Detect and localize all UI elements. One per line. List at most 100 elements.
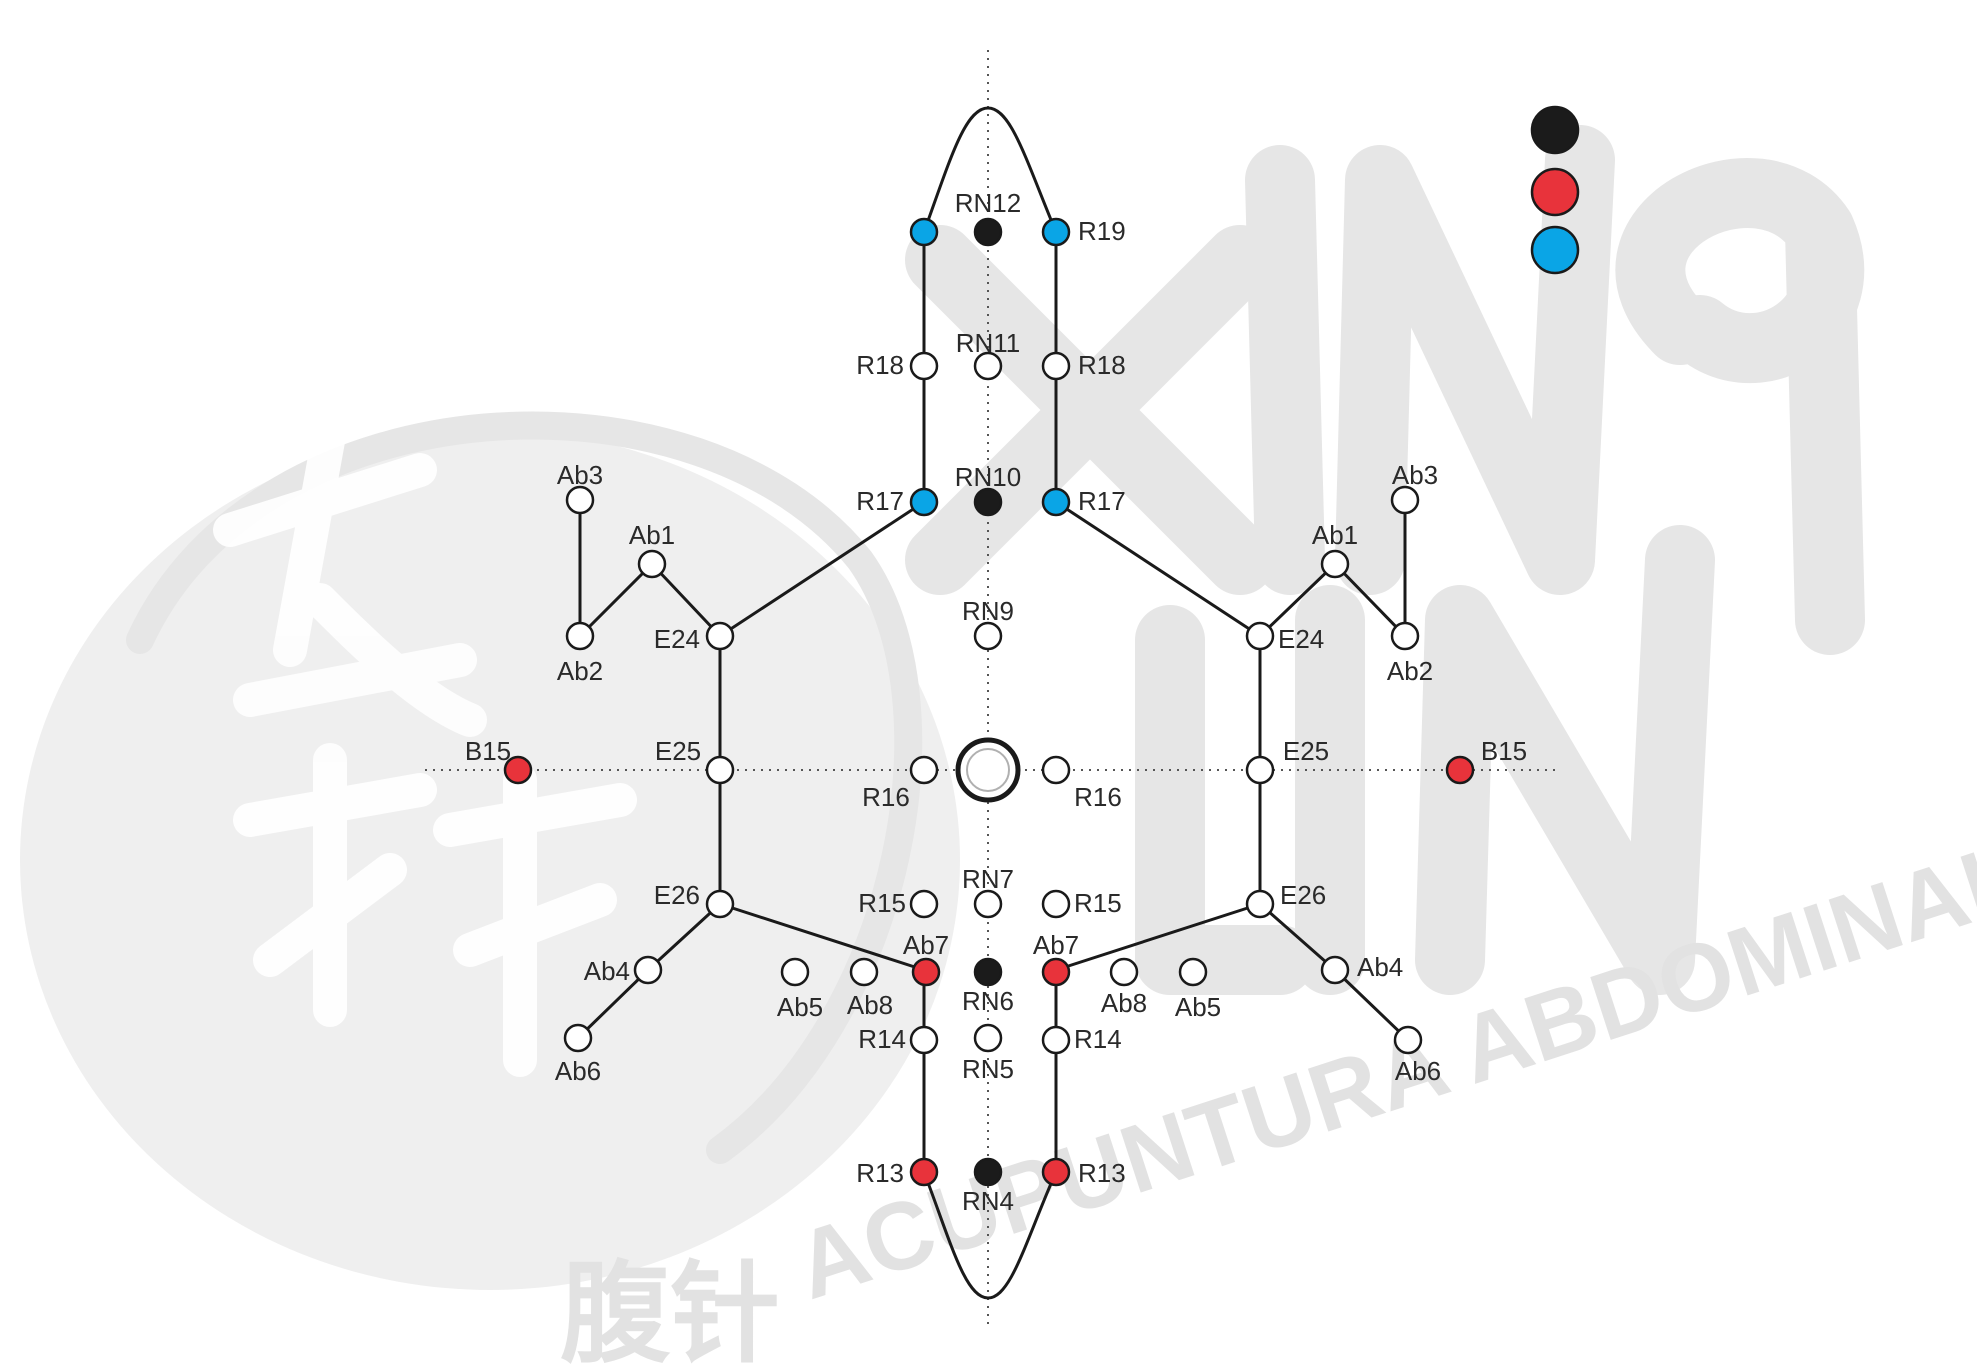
point-label-ab7-right: Ab7 <box>1033 930 1079 960</box>
watermark-brush-circle <box>20 430 960 1290</box>
point-r14-right <box>1041 1025 1071 1055</box>
point-r17-right <box>1041 487 1071 517</box>
point-e26-right <box>1245 889 1275 919</box>
point-label-r13-left: R13 <box>856 1158 904 1188</box>
point-ab7-right <box>1041 957 1071 987</box>
point-ab1-right <box>1320 549 1350 579</box>
point-r16-left <box>909 755 939 785</box>
point-label-ab2-right: Ab2 <box>1387 656 1433 686</box>
point-label-ab8-left: Ab8 <box>847 990 893 1020</box>
point-label-r14-left: R14 <box>858 1024 906 1054</box>
point-ab3-right <box>1390 485 1420 515</box>
point-label-r16-left: R16 <box>862 782 910 812</box>
point-label-r18-left: R18 <box>856 350 904 380</box>
point-label-e26-right: E26 <box>1280 880 1326 910</box>
right-ab-upper-branch <box>1258 500 1407 638</box>
point-label-r15-right: R15 <box>1074 888 1122 918</box>
point-ab5-left <box>780 957 810 987</box>
point-r19-left <box>909 217 939 247</box>
point-label-r16-right: R16 <box>1074 782 1122 812</box>
point-ab5-right <box>1178 957 1208 987</box>
point-e25-right <box>1245 755 1275 785</box>
point-label-r17-left: R17 <box>856 486 904 516</box>
legend-blue-dot <box>1530 225 1580 275</box>
point-label-ab3-right: Ab3 <box>1392 460 1438 490</box>
point-label-rn11: RN11 <box>956 328 1021 358</box>
point-label-ab4-right: Ab4 <box>1357 952 1403 982</box>
point-label-b15-left: B15 <box>465 736 511 766</box>
point-e24-left <box>705 621 735 651</box>
point-ab4-right <box>1320 955 1350 985</box>
point-label-rn12: RN12 <box>955 188 1021 218</box>
point-label-ab4-left: Ab4 <box>584 956 630 986</box>
point-label-r13-right: R13 <box>1078 1158 1126 1188</box>
point-label-rn9: RN9 <box>962 596 1014 626</box>
guide-lines <box>425 50 1560 1330</box>
point-ab3-left <box>565 485 595 515</box>
point-r14-left <box>909 1025 939 1055</box>
point-label-e24-left: E24 <box>654 624 700 654</box>
point-label-ab1-left: Ab1 <box>629 520 675 550</box>
point-rn4 <box>973 1157 1003 1187</box>
point-label-rn6: RN6 <box>962 986 1014 1016</box>
point-label-r15-left: R15 <box>858 888 906 918</box>
point-r18-right <box>1041 351 1071 381</box>
point-ab1-left <box>637 549 667 579</box>
point-r13-right <box>1041 1157 1071 1187</box>
point-label-ab8-right: Ab8 <box>1101 988 1147 1018</box>
watermark-chinese: 腹针 <box>560 1250 780 1367</box>
point-ab8-right <box>1109 957 1139 987</box>
point-label-rn4: RN4 <box>962 1186 1014 1216</box>
point-label-r17-right: R17 <box>1078 486 1126 516</box>
point-label-ab2-left: Ab2 <box>557 656 603 686</box>
point-ab8-left <box>849 957 879 987</box>
points-layer <box>503 217 1475 1187</box>
point-label-ab6-left: Ab6 <box>555 1056 601 1086</box>
point-e24-right <box>1245 621 1275 651</box>
point-label-e25-left: E25 <box>655 736 701 766</box>
legend-red-dot <box>1530 167 1580 217</box>
legend <box>1530 105 1580 275</box>
point-label-ab1-right: Ab1 <box>1312 520 1358 550</box>
point-label-r14-right: R14 <box>1074 1024 1122 1054</box>
point-r15-left <box>909 889 939 919</box>
point-ab2-left <box>565 621 595 651</box>
point-ab7-left <box>911 957 941 987</box>
point-r17-left <box>909 487 939 517</box>
point-label-rn7: RN7 <box>962 864 1014 894</box>
point-label-ab3-left: Ab3 <box>557 460 603 490</box>
point-rn6 <box>973 957 1003 987</box>
point-label-b15-right: B15 <box>1481 736 1527 766</box>
point-r19-right <box>1041 217 1071 247</box>
top-arch-line <box>922 106 1058 233</box>
point-label-rn5: RN5 <box>962 1054 1014 1084</box>
point-label-ab5-right: Ab5 <box>1175 992 1221 1022</box>
watermark-brand-letters <box>905 125 1865 995</box>
point-r13-left <box>909 1157 939 1187</box>
point-label-ab7-left: Ab7 <box>903 930 949 960</box>
point-label-e24-right: E24 <box>1278 624 1324 654</box>
point-label-rn10: RN10 <box>955 462 1021 492</box>
bottom-arch-line <box>922 1171 1058 1300</box>
watermark-calligraphy <box>213 413 637 1077</box>
point-rn7 <box>973 889 1003 919</box>
point-e25-left <box>705 755 735 785</box>
point-ab4-left <box>633 955 663 985</box>
point-rn12 <box>973 217 1003 247</box>
point-rn9 <box>973 621 1003 651</box>
point-b15-left <box>503 755 533 785</box>
point-label-e25-right: E25 <box>1283 736 1329 766</box>
point-label-ab5-left: Ab5 <box>777 992 823 1022</box>
point-b15-right <box>1445 755 1475 785</box>
point-ab6-right <box>1393 1025 1423 1055</box>
point-rn5 <box>973 1023 1003 1053</box>
point-rn11 <box>973 351 1003 381</box>
point-r18-left <box>909 351 939 381</box>
point-label-ab6-right: Ab6 <box>1395 1056 1441 1086</box>
point-e26-left <box>705 889 735 919</box>
point-r16-right <box>1041 755 1071 785</box>
point-label-e26-left: E26 <box>654 880 700 910</box>
point-label-r18-right: R18 <box>1078 350 1126 380</box>
